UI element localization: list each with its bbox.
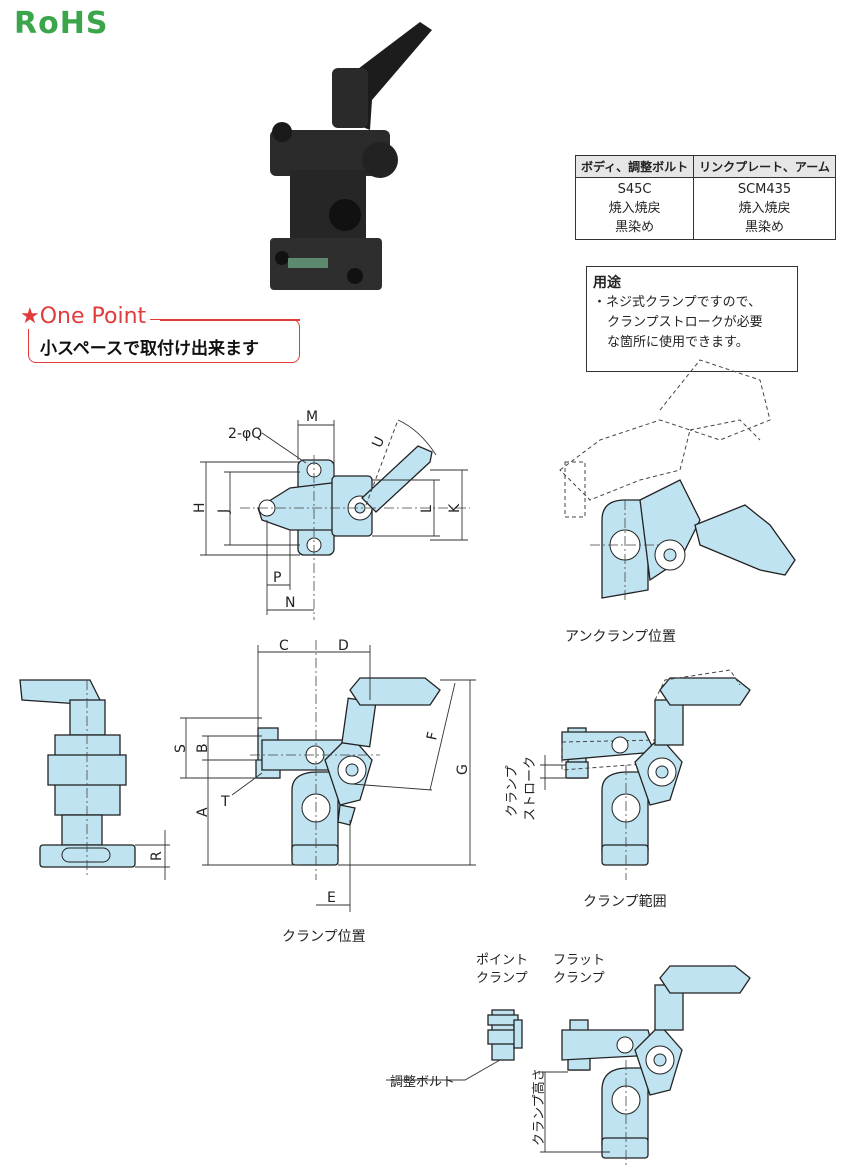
adjust-bolt-label: 調整ボルト <box>390 1075 455 1090</box>
one-point-divider <box>160 319 300 321</box>
material-table: ボディ、調整ボルト リンクプレート、アーム S45C 焼入焼戻 黒染め SCM4… <box>574 155 836 240</box>
label-s: S <box>173 744 189 753</box>
material-cell-link: SCM435 焼入焼戻 黒染め <box>693 177 836 240</box>
stroke-label-1: クランプ <box>505 765 520 817</box>
label-p: P <box>273 570 281 586</box>
bolt-variant-drawing: ポイント クランプ フラット クランプ 調整ボルト クランプ高さ <box>386 953 751 1165</box>
clamp-height-label: クランプ高さ <box>531 1068 547 1146</box>
label-h: H <box>192 502 208 513</box>
label-n: N <box>285 595 295 611</box>
material-body-finish: 黒染め <box>615 220 655 235</box>
usage-title: 用途 <box>593 275 621 291</box>
label-k: K <box>447 503 463 513</box>
top-view-drawing: 2-φQ M U H J L K P N <box>192 409 470 620</box>
material-body-grade: S45C <box>617 182 652 197</box>
flat-clamp-label-2: クランプ <box>553 971 605 986</box>
label-t: T <box>220 794 230 810</box>
usage-box: 用途 ・ネジ式クランプですので、 クランプストロークが必要 な箇所に使用できます… <box>586 266 798 372</box>
clamp-range-caption: クランプ範囲 <box>583 893 667 910</box>
label-r: R <box>149 851 165 861</box>
label-m: M <box>306 409 318 425</box>
clamp-position-caption: クランプ位置 <box>282 929 366 945</box>
point-clamp-label-2: クランプ <box>476 971 528 986</box>
usage-line-1: ・ネジ式クランプですので、 <box>593 295 762 310</box>
label-b: B <box>195 743 211 753</box>
unclamp-view-drawing: アンクランプ位置 <box>559 359 796 645</box>
label-c: C <box>279 638 289 654</box>
material-header-body: ボディ、調整ボルト <box>574 155 695 178</box>
one-point-text: 小スペースで取付け出来ます <box>40 339 259 359</box>
one-point-title: ★One Point <box>20 304 151 329</box>
label-d: D <box>338 638 349 654</box>
material-link-grade: SCM435 <box>737 182 792 197</box>
label-q: 2-φQ <box>228 426 262 442</box>
material-link-finish: 黒染め <box>745 220 785 235</box>
label-j: J <box>216 509 232 514</box>
label-e: E <box>327 890 336 906</box>
label-g: G <box>455 764 471 775</box>
label-f: F <box>424 731 441 742</box>
usage-line-2: クランプストロークが必要 <box>607 315 763 330</box>
label-a: A <box>195 807 211 817</box>
rohs-logo: RoHS <box>14 6 109 41</box>
material-body-treatment: 焼入焼戻 <box>608 201 661 216</box>
label-u: U <box>369 434 388 450</box>
front-view-drawing: C D S B A T F G E クランプ位置 <box>173 638 476 945</box>
unclamp-caption: アンクランプ位置 <box>565 629 676 645</box>
label-l: L <box>419 505 435 513</box>
material-header-link: リンクプレート、アーム <box>693 155 836 178</box>
side-view-drawing: R <box>19 679 170 880</box>
clamp-range-drawing: クランプ ストローク クランプ範囲 <box>505 669 751 910</box>
material-cell-body: S45C 焼入焼戻 黒染め <box>574 177 695 240</box>
flat-clamp-label-1: フラット <box>553 953 605 968</box>
usage-line-3: な箇所に使用できます。 <box>607 335 749 350</box>
material-link-treatment: 焼入焼戻 <box>738 201 791 216</box>
stroke-label-2: ストローク <box>523 756 538 821</box>
point-clamp-label-1: ポイント <box>476 953 528 968</box>
